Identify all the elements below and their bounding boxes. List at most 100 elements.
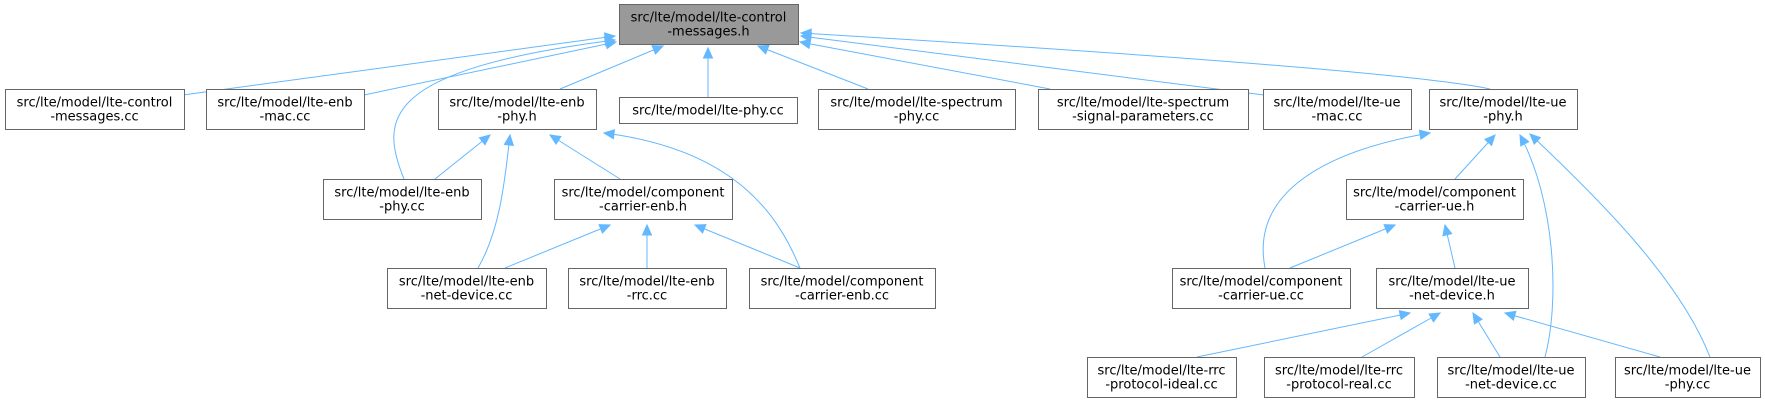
node-box	[1263, 89, 1412, 130]
edge-line	[477, 134, 511, 269]
node-label-line: src/lte/model/component	[1180, 275, 1343, 290]
edge-enb-netdev-to-enb-phy-h	[477, 133, 515, 269]
node-label-line: src/lte/model/lte-control	[631, 11, 787, 26]
node-ue-phy-cc[interactable]: src/lte/model/lte-ue-phy.cc	[1615, 357, 1761, 398]
edge-enb-rrc-to-cc-enb-h	[641, 223, 653, 268]
edge-line	[694, 224, 801, 269]
node-label-line: src/lte/model/component	[761, 275, 924, 290]
arrowhead	[1484, 134, 1496, 147]
node-box	[554, 179, 733, 220]
node-enb-phy-cc[interactable]: src/lte/model/lte-enb-phy.cc	[323, 179, 482, 220]
edge-enb-phy-cc-to-root	[393, 36, 617, 180]
edge-cc-enb-cc-to-cc-enb-h	[693, 224, 801, 269]
arrowhead	[598, 224, 612, 234]
edge-cc-ue-h-to-ue-phy-h	[1454, 134, 1496, 180]
edge-enb-phy-h-to-root	[559, 45, 665, 90]
node-box	[619, 97, 798, 124]
node-enb-phy-h[interactable]: src/lte/model/lte-enb-phy.h	[438, 89, 597, 130]
edge-spectrum-phy-to-root	[756, 44, 869, 90]
node-lte-phy-cc[interactable]: src/lte/model/lte-phy.cc	[619, 97, 798, 124]
arrowhead	[478, 134, 491, 146]
edge-line	[1361, 312, 1441, 358]
edge-rrc-real-to-ue-netdev-h	[1361, 312, 1442, 358]
node-ue-netdev-h[interactable]: src/lte/model/lte-ue-net-device.h	[1376, 268, 1529, 309]
arrowhead	[651, 45, 665, 55]
node-cc-ue-cc[interactable]: src/lte/model/component-carrier-ue.cc	[1172, 268, 1351, 309]
arrowhead	[756, 44, 770, 55]
arrowhead	[603, 36, 617, 47]
node-label-line: src/lte/model/lte-rrc	[1097, 364, 1225, 379]
node-label-line: src/lte/model/lte-rrc	[1275, 364, 1403, 379]
node-cc-enb-h[interactable]: src/lte/model/component-carrier-enb.h	[554, 179, 733, 220]
edge-cc-enb-cc-to-enb-phy-h	[602, 129, 801, 269]
node-cc-ue-h[interactable]: src/lte/model/component-carrier-ue.h	[1346, 179, 1524, 220]
node-ue-phy-h[interactable]: src/lte/model/lte-ue-phy.h	[1429, 89, 1578, 130]
node-label-line: -net-device.h	[1409, 289, 1495, 304]
node-box	[1376, 268, 1529, 309]
node-box	[5, 89, 185, 130]
edges-layer	[182, 28, 1711, 358]
edge-ue-phy-cc-to-ue-netdev-h	[1503, 310, 1661, 358]
node-label-line: src/lte/model/lte-phy.cc	[632, 104, 783, 119]
node-enb-netdev[interactable]: src/lte/model/lte-enb-net-device.cc	[387, 268, 547, 309]
node-label-line: src/lte/model/lte-ue	[1274, 96, 1401, 111]
node-label-line: src/lte/model/lte-ue	[1389, 275, 1516, 290]
node-box	[1437, 357, 1586, 398]
edge-line	[603, 132, 801, 269]
node-root[interactable]: src/lte/model/lte-control-messages.h	[619, 4, 799, 45]
edge-ue-phy-h-to-root	[799, 28, 1491, 90]
node-label-line: -phy.cc	[894, 110, 939, 125]
node-label-line: src/lte/model/lte-ue	[1448, 364, 1575, 379]
node-label-line: -phy.cc	[1665, 378, 1710, 393]
arrowhead	[548, 134, 562, 146]
node-label-line: -phy.cc	[379, 200, 424, 215]
node-label-line: src/lte/model/lte-spectrum	[1057, 96, 1229, 111]
node-rrc-ideal[interactable]: src/lte/model/lte-rrc-protocol-ideal.cc	[1087, 357, 1237, 398]
edge-line	[800, 32, 1491, 90]
edge-line	[757, 45, 869, 90]
edge-line	[504, 224, 611, 269]
arrowhead	[1442, 223, 1453, 237]
edge-lte-phy-cc-to-root	[702, 46, 714, 97]
edge-cc-ue-cc-to-ue-phy-h	[1262, 129, 1432, 269]
node-box	[206, 89, 365, 130]
node-label-line: -signal-parameters.cc	[1072, 110, 1214, 125]
node-label-line: src/lte/model/lte-enb	[449, 96, 584, 111]
node-ue-netdev-cc[interactable]: src/lte/model/lte-ue-net-device.cc	[1437, 357, 1586, 398]
node-enb-rrc[interactable]: src/lte/model/lte-enb-rrc.cc	[568, 268, 727, 309]
arrowhead	[693, 224, 707, 234]
node-cc-enb-cc[interactable]: src/lte/model/component-carrier-enb.cc	[749, 268, 936, 309]
node-box	[568, 268, 727, 309]
node-ctrl-cc[interactable]: src/lte/model/lte-control-messages.cc	[5, 89, 185, 130]
edge-line	[363, 41, 617, 96]
node-box	[387, 268, 547, 309]
arrowhead	[702, 46, 714, 59]
edge-ue-netdev-cc-to-ue-netdev-h	[1472, 311, 1501, 358]
arrowhead	[602, 129, 616, 140]
node-label-line: src/lte/model/lte-ue	[1440, 96, 1567, 111]
edge-line	[800, 35, 1265, 96]
node-spectrum-signal[interactable]: src/lte/model/lte-spectrum-signal-parame…	[1038, 89, 1249, 130]
node-label-line: src/lte/model/lte-spectrum	[830, 96, 1002, 111]
node-ue-mac[interactable]: src/lte/model/lte-ue-mac.cc	[1263, 89, 1412, 130]
node-box	[1172, 268, 1351, 309]
node-label-line: -net-device.cc	[421, 289, 513, 304]
node-enb-mac[interactable]: src/lte/model/lte-enb-mac.cc	[206, 89, 365, 130]
node-label-line: src/lte/model/component	[562, 186, 725, 201]
node-box	[323, 179, 482, 220]
node-label-line: -rrc.cc	[627, 289, 667, 304]
edge-cc-ue-cc-to-cc-ue-h	[1289, 224, 1397, 269]
edge-line	[559, 45, 664, 90]
arrowhead	[1428, 312, 1442, 323]
node-label-line: src/lte/model/lte-ue	[1624, 364, 1751, 379]
arrowhead	[1383, 224, 1397, 234]
node-spectrum-phy[interactable]: src/lte/model/lte-spectrum-phy.cc	[818, 89, 1016, 130]
edge-line	[1529, 133, 1711, 358]
node-label-line: src/lte/model/lte-enb	[579, 275, 714, 290]
edge-line	[1196, 312, 1411, 358]
node-rrc-real[interactable]: src/lte/model/lte-rrc-protocol-real.cc	[1264, 357, 1415, 398]
edge-line	[799, 41, 1051, 90]
nodes-layer: src/lte/model/lte-control-messages.hsrc/…	[5, 4, 1761, 398]
root-node-box	[619, 4, 799, 45]
node-box	[1038, 89, 1249, 130]
